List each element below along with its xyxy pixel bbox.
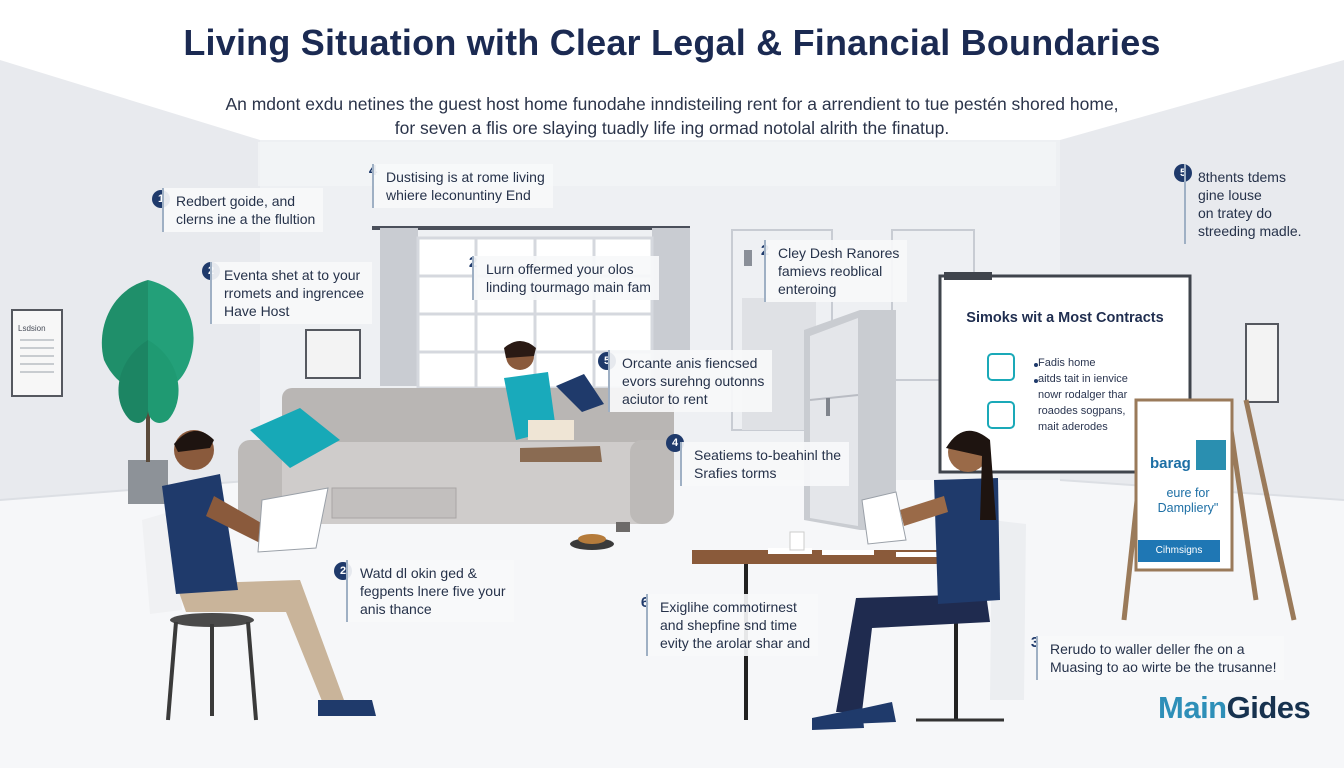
note-number: 4 <box>666 434 684 452</box>
note-1: Redbert goide, and clerns ine a the flult… <box>162 188 324 232</box>
note-line: famievs reoblical <box>778 263 883 279</box>
note-line: rromets and ingrencee <box>224 285 365 301</box>
note-line: gine louse <box>1198 187 1262 203</box>
note-line: anis thance <box>360 601 432 617</box>
note-line: aciutor to rent <box>622 391 708 407</box>
whiteboard-item: Fadis home <box>1038 357 1096 369</box>
plant <box>101 280 194 504</box>
whiteboard-item: nowr rodalger thar <box>1038 389 1128 401</box>
note-line: Watd dl okin ged & <box>360 565 477 581</box>
note-2b: Lurn offermed your olos linding tourmago … <box>472 256 659 300</box>
brand-part: Main <box>1158 690 1227 725</box>
poster-label: Lsdsion <box>18 324 46 333</box>
subtitle-line: for seven a flis ore slaying tuadly life… <box>394 118 950 138</box>
sign-line: Dampliery" <box>1157 501 1219 515</box>
note-line: Lurn offermed your olos <box>486 261 634 277</box>
note-2c: Cley Desh Ranores famievs reoblical entero… <box>764 240 908 302</box>
note-line: Redbert goide, and <box>176 193 296 209</box>
note-line: Orcante anis fiencsed <box>622 355 758 371</box>
sign-text: eure for Dampliery" <box>1148 486 1228 516</box>
note-line: clerns ine a the flultion <box>176 211 316 227</box>
note-6: Exiglihe commotirnest and shepfine snd ti… <box>646 594 819 656</box>
note-5a: Orcante anis fiencsed evors surehng outon… <box>608 350 773 412</box>
brand-part: Gides <box>1226 690 1311 725</box>
note-line: linding tourmago main fam <box>486 279 651 295</box>
note-line: Seatiems to-beahinl the <box>694 447 842 463</box>
note-line: evors surehng outonns <box>622 373 765 389</box>
note-line: Eventa shet at to your <box>224 267 361 283</box>
page-subtitle: An mdont exdu netines the guest host hom… <box>170 92 1174 140</box>
subtitle-line: An mdont exdu netines the guest host hom… <box>225 94 1119 114</box>
note-line: and shepfine snd time <box>660 617 797 633</box>
brand-logo: MainGides <box>1158 690 1311 726</box>
sign-heading: barag <box>1150 455 1191 472</box>
sign-banner: Cihmsigns <box>1138 540 1220 562</box>
note-line: Exiglihe commotirnest <box>660 599 797 615</box>
whiteboard-title: Simoks wit a Most Contracts <box>966 310 1164 326</box>
wall-poster <box>11 309 63 397</box>
note-line: streeding madle. <box>1198 223 1302 239</box>
wall-frame-right <box>1245 323 1279 403</box>
note-2d: Watd dl okin ged & fegpents lnere five yo… <box>346 560 514 622</box>
note-line: whiere leconuntiny End <box>386 187 531 203</box>
note-number: 3 <box>1030 634 1040 651</box>
note-line: Cley Desh Ranores <box>778 245 900 261</box>
note-4a: Dustising is at rome living whiere leconu… <box>372 164 553 208</box>
note-2a: Eventa shet at to your rromets and ingren… <box>210 262 373 324</box>
whiteboard-item: mait aderodes <box>1038 421 1108 433</box>
note-number: 5 <box>1174 164 1192 182</box>
woman-at-table <box>812 430 1026 730</box>
whiteboard-item: roaodes sogpans, <box>1038 405 1126 417</box>
note-line: evity the arolar shar and <box>660 635 811 651</box>
wall-frame <box>305 329 361 379</box>
page-title: Living Situation with Clear Legal & Fina… <box>183 22 1161 63</box>
note-5b: 8thents tdems gine louse on tratey do stree… <box>1184 164 1310 244</box>
note-line: Rerudo to waller deller fhe on a <box>1050 641 1245 657</box>
note-number: 6 <box>640 594 650 611</box>
note-line: Srafies torms <box>694 465 777 481</box>
sign-line: eure for <box>1166 486 1210 500</box>
note-line: Dustising is at rome living <box>386 169 545 185</box>
note-line: fegpents lnere five your <box>360 583 506 599</box>
note-line: on tratey do <box>1198 205 1272 221</box>
whiteboard-list: Fadis home aitds tait in ienvice nowr ro… <box>1038 355 1128 435</box>
man-on-stool <box>142 430 376 721</box>
note-line: Have Host <box>224 303 290 319</box>
note-3: Rerudo to waller deller fhe on a Muasing … <box>1036 636 1285 680</box>
note-line: enteroing <box>778 281 837 297</box>
person-on-sofa <box>504 341 604 462</box>
whiteboard-item: aitds tait in ienvice <box>1038 373 1128 385</box>
note-line: Muasing to ao wirte be the trusanne! <box>1050 659 1277 675</box>
note-line: 8thents tdems <box>1198 169 1286 185</box>
